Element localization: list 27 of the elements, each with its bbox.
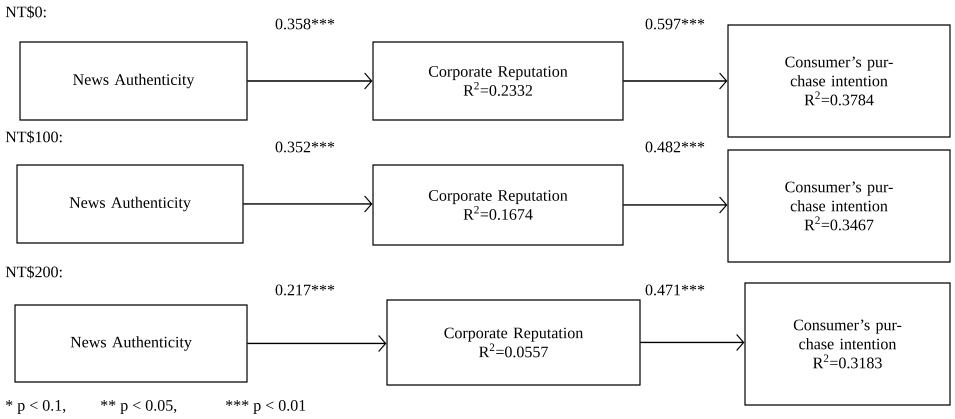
- box: News Authenticity: [14, 304, 248, 383]
- arrow: [624, 72, 728, 90]
- label: ** p < 0.05,: [101, 400, 176, 414]
- arrow: [244, 196, 372, 212]
- box: Corporate Reputation R$^{2}$=0.0557: [386, 299, 641, 386]
- edge-label: 0.352***: [276, 142, 334, 152]
- label: *** p < 0.01: [226, 400, 306, 414]
- arrow: [624, 196, 728, 214]
- box: Corporate Reputation R$^{2}$=0.2332: [372, 41, 624, 121]
- label: NT$100:: [6, 130, 62, 144]
- box: Corporate Reputation R$^{2}$=0.1674: [372, 164, 624, 246]
- edge-label: 0.358***: [276, 18, 334, 30]
- box: Consumer’s pur- chase intention R$^{2}$=0.3183: [744, 282, 951, 406]
- arrow: [248, 72, 372, 90]
- edge-label: 0.482***: [646, 142, 704, 152]
- label: NT$0:: [6, 6, 46, 18]
- arrow: [640, 334, 744, 351]
- box: Consumer’s pur- chase intention R$^{2}$=0.3784: [727, 24, 951, 138]
- label: NT$200:: [6, 266, 62, 278]
- edge-label: 0.471***: [646, 284, 704, 296]
- box: Consumer’s pur- chase intention R$^{2}$=0.3467: [727, 149, 951, 263]
- label: * p < 0.1,: [6, 400, 66, 414]
- edge-label: 0.597***: [646, 18, 704, 30]
- edge-label: 0.217***: [276, 284, 334, 296]
- box: News Authenticity: [19, 41, 248, 121]
- arrow: [248, 335, 386, 352]
- box: News Authenticity: [16, 164, 244, 244]
